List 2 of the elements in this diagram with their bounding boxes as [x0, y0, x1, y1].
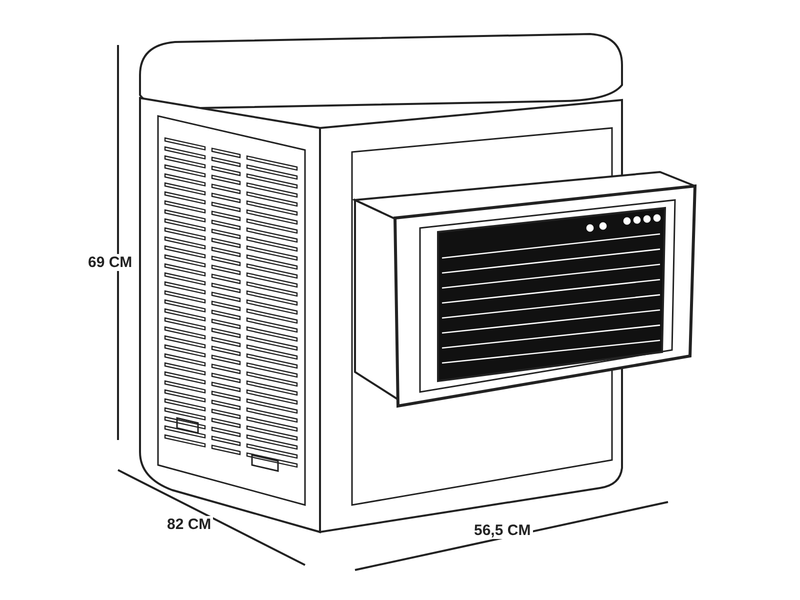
dimension-label: 56,5 CM [472, 522, 533, 539]
dimension-label: 69 CM [86, 254, 134, 271]
